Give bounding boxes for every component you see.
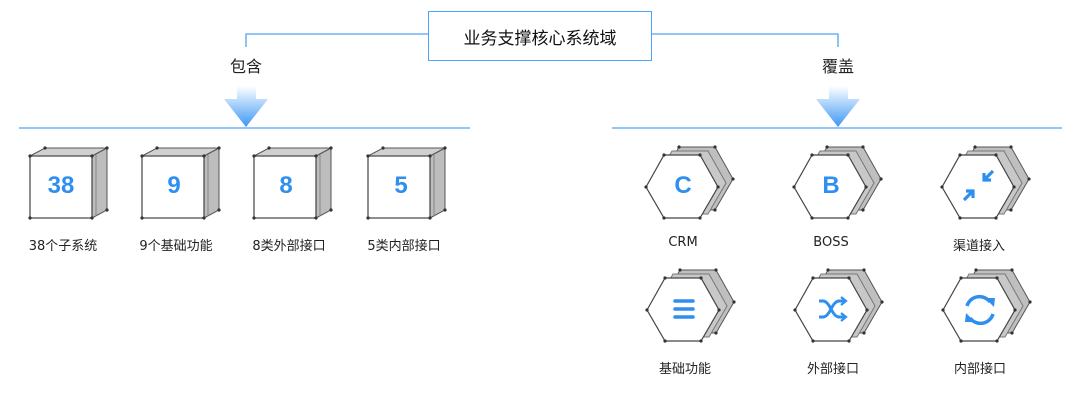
connector-left [245,33,428,47]
cube-value-external-interfaces: 8 [279,172,293,199]
hex-label-basic-functions: 基础功能 [658,362,711,377]
cube-label-subsystems: 38个子系统 [28,239,98,254]
cube-label-basic-functions: 9个基础功能 [139,239,213,254]
hexagon-crm [644,145,735,220]
cube-2 [252,146,333,220]
refresh-icon [965,294,995,326]
compress-arrows-icon [962,169,995,202]
hex-label-boss: BOSS [813,235,849,250]
hex-label-crm: CRM [668,235,698,250]
cube-3 [366,146,447,220]
relation-contains: 包含 [229,57,262,76]
hexagon-basic-functions [645,268,736,343]
hex-label-external-interfaces: 外部接口 [806,362,859,377]
cube-label-external-interfaces: 8类外部接口 [252,239,326,254]
hexagon-external-interfaces [793,268,884,343]
hex-label-channel-access: 渠道接入 [952,239,1005,254]
cube-value-basic-functions: 9 [167,172,181,199]
hexagon-channel-access [940,145,1031,220]
cube-0 [28,146,109,220]
cube-value-subsystems: 38 [47,172,75,199]
connector-right [652,33,839,47]
boss-icon: B [822,172,840,199]
hexagon-boss [792,145,883,220]
hex-label-internal-interfaces: 内部接口 [953,362,1006,377]
hexagon-internal-interfaces [941,268,1032,343]
core-domain-title: 业务支撑核心系统域 [428,11,652,61]
crm-icon: C [674,172,692,199]
cube-1 [140,146,221,220]
shuffle-icon [819,296,848,322]
down-arrow-left [224,86,268,127]
relation-covers: 覆盖 [821,57,854,76]
cube-label-internal-interfaces: 5类内部接口 [367,239,441,254]
list-icon [673,299,695,319]
cube-value-internal-interfaces: 5 [394,172,408,199]
down-arrow-right [816,86,860,127]
